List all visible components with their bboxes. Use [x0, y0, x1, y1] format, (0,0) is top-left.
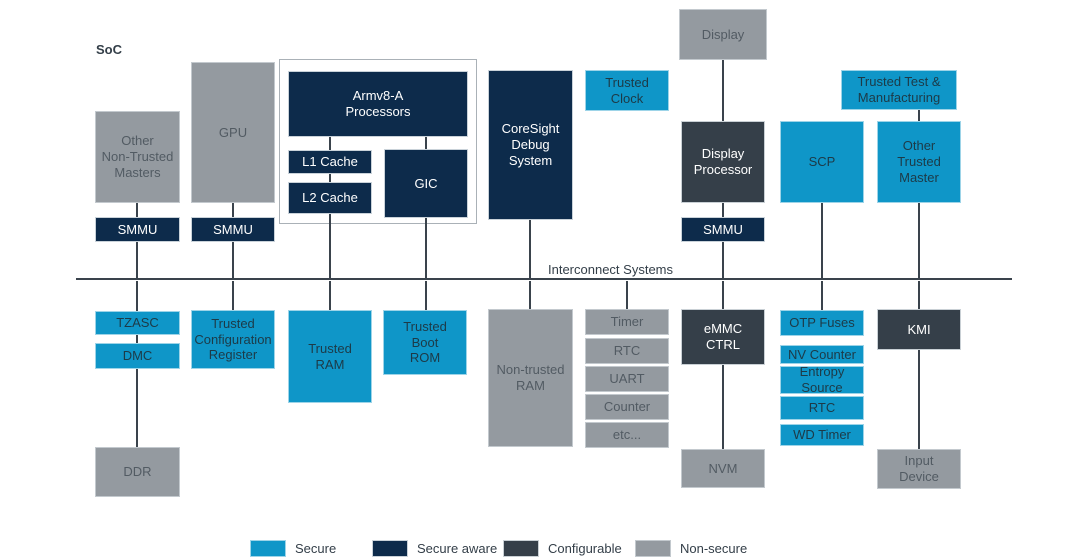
block-input-device: Input Device: [877, 449, 961, 489]
connector: [329, 281, 331, 310]
block-l2-cache: L2 Cache: [288, 182, 372, 214]
block-nv-counter: NV Counter: [780, 345, 864, 364]
connector: [529, 220, 531, 279]
connector: [425, 218, 427, 279]
connector: [821, 203, 823, 279]
connector: [722, 365, 724, 449]
block-smmu-gpu: SMMU: [191, 217, 275, 242]
block-counter: Counter: [585, 394, 669, 420]
connector: [918, 281, 920, 309]
connector: [136, 335, 138, 343]
interconnect-bus-line: [76, 278, 1012, 280]
connector: [626, 281, 628, 309]
legend-label: Secure aware: [417, 541, 498, 556]
block-armv8-processors: Armv8-A Processors: [288, 71, 468, 137]
connector: [918, 350, 920, 449]
legend-swatch-configurable: [503, 540, 539, 557]
connector: [722, 242, 724, 279]
connector: [329, 174, 331, 182]
interconnect-label: Interconnect Systems: [548, 262, 673, 277]
legend-swatch-secure: [250, 540, 286, 557]
connector: [529, 281, 531, 309]
block-gic: GIC: [384, 149, 468, 218]
connector: [136, 281, 138, 311]
soc-label: SoC: [96, 42, 122, 57]
connector: [918, 110, 920, 121]
connector: [329, 214, 331, 279]
block-uart: UART: [585, 366, 669, 392]
block-trusted-clock: Trusted Clock: [585, 70, 669, 111]
block-trusted-configuration-register: Trusted Configuration Register: [191, 310, 275, 369]
connector: [722, 203, 724, 217]
block-dmc: DMC: [95, 343, 180, 369]
block-rtc-secure: RTC: [780, 396, 864, 420]
legend-label: Non-secure: [680, 541, 748, 556]
block-other-trusted-master: Other Trusted Master: [877, 121, 961, 203]
block-smmu-masters: SMMU: [95, 217, 180, 242]
connector: [232, 203, 234, 217]
block-display: Display: [679, 9, 767, 60]
legend-swatch-non-secure: [635, 540, 671, 557]
connector: [425, 137, 427, 149]
block-timer: Timer: [585, 309, 669, 335]
block-coresight-debug-system: CoreSight Debug System: [488, 70, 573, 220]
block-nvm: NVM: [681, 449, 765, 488]
connector: [722, 281, 724, 309]
block-gpu: GPU: [191, 62, 275, 203]
block-kmi: KMI: [877, 309, 961, 350]
connector: [425, 281, 427, 310]
block-l1-cache: L1 Cache: [288, 150, 372, 174]
connector: [136, 369, 138, 447]
legend-item-non-secure: Non-secure: [635, 540, 747, 557]
block-other-non-trusted-masters: Other Non-Trusted Masters: [95, 111, 180, 203]
block-tzasc: TZASC: [95, 311, 180, 335]
block-trusted-ram: Trusted RAM: [288, 310, 372, 403]
block-trusted-test-manufacturing: Trusted Test & Manufacturing: [841, 70, 957, 110]
connector: [136, 242, 138, 279]
block-otp-fuses: OTP Fuses: [780, 310, 864, 336]
legend-item-secure-aware: Secure aware: [372, 540, 497, 557]
legend-item-secure: Secure: [250, 540, 336, 557]
block-entropy-source: Entropy Source: [780, 364, 864, 395]
block-display-processor: Display Processor: [681, 121, 765, 203]
connector: [918, 203, 920, 279]
block-wd-timer: WD Timer: [780, 424, 864, 446]
block-non-trusted-ram: Non-trusted RAM: [488, 309, 573, 447]
connector: [821, 281, 823, 310]
connector: [722, 60, 724, 121]
legend-item-configurable: Configurable: [503, 540, 622, 557]
legend-label: Secure: [295, 541, 337, 556]
block-rtc-peripheral: RTC: [585, 338, 669, 364]
legend-swatch-secure-aware: [372, 540, 408, 557]
block-scp: SCP: [780, 121, 864, 203]
block-trusted-boot-rom: Trusted Boot ROM: [383, 310, 467, 375]
connector: [232, 281, 234, 310]
connector: [329, 137, 331, 150]
connector: [136, 203, 138, 217]
block-ddr: DDR: [95, 447, 180, 497]
block-etc: etc...: [585, 422, 669, 448]
legend-label: Configurable: [548, 541, 622, 556]
connector: [232, 242, 234, 279]
block-smmu-display: SMMU: [681, 217, 765, 242]
block-emmc-ctrl: eMMC CTRL: [681, 309, 765, 365]
